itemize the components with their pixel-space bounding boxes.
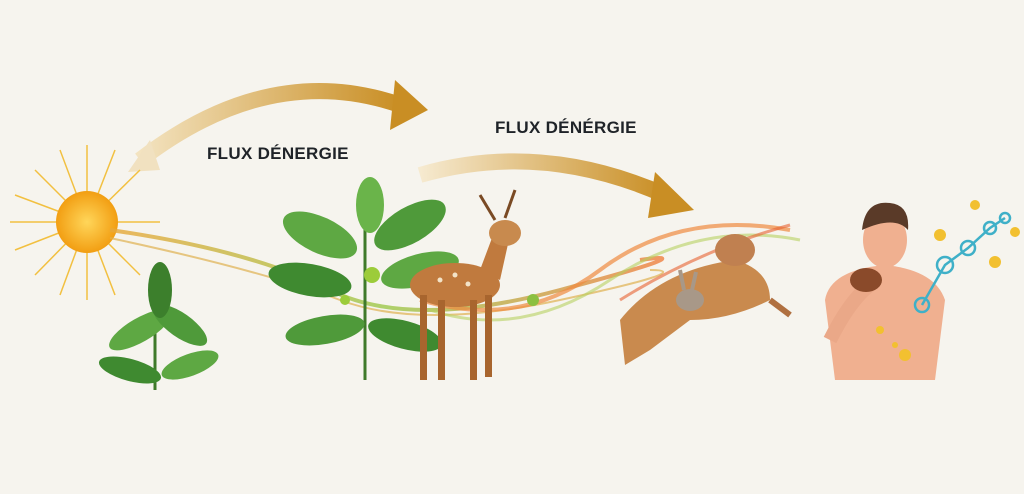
small-plant-icon (98, 262, 219, 390)
energy-flow-label-2: FLUX DÉNÉRGIE (495, 118, 637, 137)
puma-icon (620, 234, 792, 365)
molecule-icon (913, 200, 1020, 314)
energy-flow-label-1: FLUX DÉNERGIE (207, 144, 349, 163)
sun-icon (10, 145, 160, 300)
deer-icon (410, 189, 521, 380)
human-eating-icon (823, 202, 945, 380)
large-plant-icon (268, 177, 539, 380)
rabbit-icon (676, 269, 704, 311)
energy-arrow-top (128, 80, 428, 172)
food-icon (850, 268, 882, 292)
energy-arrow-middle (417, 153, 694, 218)
